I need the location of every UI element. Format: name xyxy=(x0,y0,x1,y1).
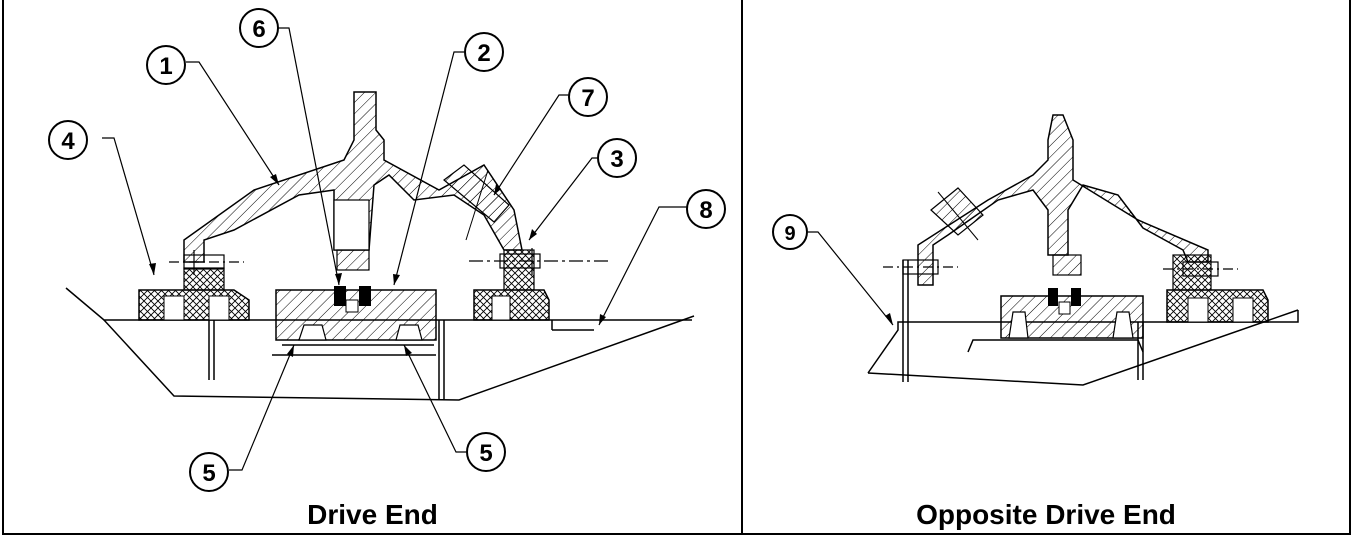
leader-lines xyxy=(102,27,687,471)
leader-arrow-ode xyxy=(885,313,893,325)
svg-text:1: 1 xyxy=(159,53,172,80)
opposite-drive-end-drawing: 9 xyxy=(772,114,1299,386)
bolt-left-ode xyxy=(883,259,958,275)
svg-text:5: 5 xyxy=(202,460,215,487)
outer-seal xyxy=(473,249,550,321)
callout-5-right: 5 xyxy=(466,432,506,472)
leader-arrows xyxy=(149,174,606,357)
bearing-housing-ode xyxy=(917,114,1209,286)
svg-text:3: 3 xyxy=(610,146,623,173)
callout-7: 7 xyxy=(568,77,608,117)
drive-end-drawing: 1 4 6 2 7 3 8 5 xyxy=(48,8,726,492)
callout-8: 8 xyxy=(686,189,726,229)
drive-end-caption: Drive End xyxy=(307,499,438,530)
callout-5-left: 5 xyxy=(189,452,229,492)
svg-text:8: 8 xyxy=(699,197,712,224)
callout-4: 4 xyxy=(48,120,88,160)
svg-text:7: 7 xyxy=(581,85,594,112)
svg-text:5: 5 xyxy=(479,440,492,467)
panel-divider xyxy=(741,0,743,535)
opposite-drive-end-panel: 9 Opposite Drive End xyxy=(743,0,1349,535)
bearing-housing xyxy=(183,91,523,271)
svg-text:9: 9 xyxy=(784,223,795,245)
bearing-ode xyxy=(1000,288,1144,339)
shaft-outline-ode xyxy=(867,260,1299,386)
callout-9: 9 xyxy=(772,214,808,250)
svg-text:2: 2 xyxy=(477,40,490,67)
bearing xyxy=(275,286,437,346)
svg-text:4: 4 xyxy=(61,128,75,155)
inner-seal xyxy=(138,267,250,321)
leader-lines-ode xyxy=(808,231,894,326)
bolt-right-ode xyxy=(1163,261,1238,277)
bolt-left xyxy=(169,250,244,275)
bolt-right xyxy=(469,248,609,275)
svg-text:6: 6 xyxy=(252,16,265,43)
callout-2: 2 xyxy=(464,32,504,72)
callout-1: 1 xyxy=(146,45,186,85)
callout-6: 6 xyxy=(239,8,279,48)
opposite-drive-end-caption: Opposite Drive End xyxy=(916,499,1176,530)
callout-3: 3 xyxy=(597,138,637,178)
drive-end-panel: 1 4 6 2 7 3 8 5 xyxy=(4,0,741,535)
outer-seal-ode xyxy=(1166,254,1269,323)
